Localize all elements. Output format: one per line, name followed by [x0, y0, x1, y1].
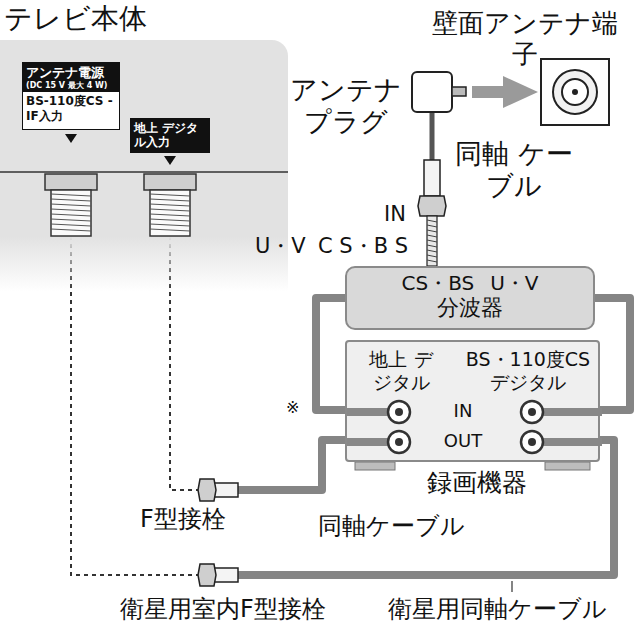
node-text: 壁面アンテナ端子 — [420, 8, 630, 70]
f-connector — [198, 479, 238, 501]
cable-connector — [316, 298, 345, 410]
node-text: IN — [443, 400, 483, 422]
thread-line — [427, 250, 437, 252]
recorder-foot — [545, 462, 590, 470]
node-text: 録画機器 — [407, 468, 547, 498]
thread-line — [427, 235, 437, 237]
input-label-box: アンテナ電源(DC 15 V 最大 4 W)BS-110度CS -IF入力 — [22, 62, 120, 130]
part-name: 衛星用室内F型接栓 — [120, 595, 370, 624]
plug-prong — [452, 87, 466, 96]
text-section: CS・BS U・V — [401, 271, 538, 295]
thread-line — [427, 225, 437, 227]
node-text: アンテナ電源 — [26, 65, 116, 81]
thread-line — [427, 240, 437, 242]
f-connector-nut — [418, 196, 446, 216]
part-name: 同軸ケーブル — [318, 512, 488, 541]
text-section: BS-110度CS -IF入力 — [23, 92, 119, 129]
part-name: 同軸 ケーブル — [455, 138, 573, 203]
recorder-box: 地上 デジタルBS・110度CS デジタルINOUT録画機器 — [345, 340, 600, 462]
thread-line — [427, 255, 437, 257]
f-connector — [198, 564, 238, 586]
wall-terminal: 壁面アンテナ端子 — [540, 58, 610, 126]
thread-line — [427, 245, 437, 247]
note-mark: ※ — [286, 398, 306, 417]
thread — [427, 216, 437, 266]
port-label: U・V — [255, 234, 315, 259]
node-text: 地上 デジタル — [361, 348, 441, 394]
part-name: F型接栓 — [140, 505, 260, 534]
thread-line — [427, 260, 437, 262]
f-connector-body — [424, 160, 440, 196]
node-text: CS・BS — [401, 271, 474, 295]
cable-connector — [71, 130, 614, 575]
splitter-box: CS・BS U・V分波器 — [345, 266, 595, 330]
device-panel: テレビ本体アンテナ電源(DC 15 V 最大 4 W)BS-110度CS -IF… — [0, 40, 288, 292]
thread-line — [427, 220, 437, 222]
node-text: テレビ本体 — [4, 2, 204, 36]
node-text: OUT — [437, 430, 489, 452]
node-text: U・V — [490, 271, 538, 295]
thread-line — [427, 230, 437, 232]
node-text: 地上 デジタル入力 — [134, 121, 206, 150]
recorder-foot — [355, 462, 395, 470]
port-label: IN — [384, 202, 420, 227]
part-name: 衛星用同軸ケーブル — [388, 595, 634, 624]
input-label-box: 地上 デジタル入力 — [130, 118, 210, 153]
leader-line — [511, 581, 512, 592]
part-name: アンテナ プラグ — [285, 74, 407, 139]
wall-socket-art — [542, 60, 608, 124]
port-label: C S・B S — [318, 234, 422, 259]
cable-connector — [595, 298, 630, 410]
text-section: アンテナ電源(DC 15 V 最大 4 W) — [23, 63, 119, 92]
plug-body — [412, 72, 452, 112]
node-text: BS・110度CS デジタル — [457, 348, 599, 394]
text-section: 地上 デジタル入力 — [131, 119, 209, 152]
text-section: 分波器 — [437, 295, 503, 325]
node-text: 分波器 — [437, 295, 503, 321]
node-text: BS-110度CS -IF入力 — [26, 94, 116, 123]
node-text: (DC 15 V 最大 4 W) — [26, 81, 116, 91]
